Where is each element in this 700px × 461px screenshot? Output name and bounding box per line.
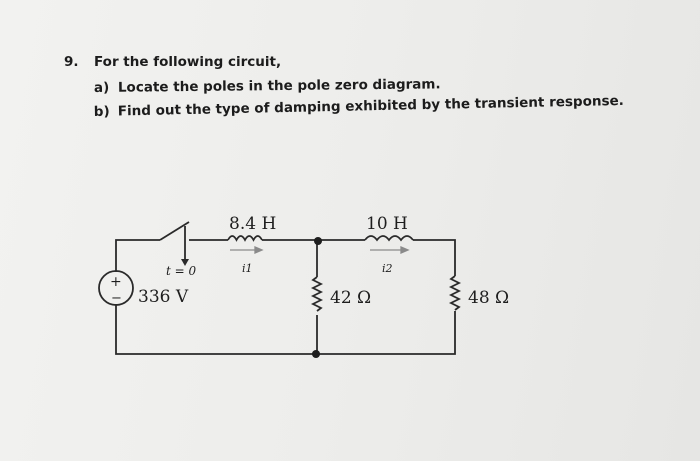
source-minus-sign: −: [111, 291, 122, 306]
current-arrow-2-head: [400, 246, 410, 254]
resistor-1-value: 42 Ω: [330, 288, 371, 308]
switch-blade: [159, 221, 190, 241]
current-arrow-1-head: [254, 246, 264, 254]
current-label-2: i2: [382, 262, 393, 275]
question-number: 9.: [64, 54, 79, 70]
inductor-1-value: 8.4 H: [229, 214, 276, 234]
inductor-1-coil: [227, 235, 263, 242]
question-prompt: For the following circuit,: [94, 54, 282, 70]
switch-time-label: t = 0: [166, 264, 197, 278]
resistor-2-value: 48 Ω: [468, 288, 509, 308]
source-plus-sign: +: [110, 274, 122, 290]
switch-arrow-head: [181, 259, 189, 266]
wire-bottom-right: [316, 311, 456, 355]
current-label-1: i1: [242, 262, 253, 275]
inductor-2-value: 10 H: [366, 214, 408, 234]
junction-node-bottom: [312, 350, 320, 358]
resistor-2-zigzag: [448, 275, 462, 311]
wire-left-top: [115, 239, 160, 272]
wire-left-bottom: [115, 304, 316, 355]
source-voltage-label: 336 V: [138, 287, 189, 307]
wire-l2-to-right: [413, 239, 456, 276]
resistor-1-zigzag: [310, 276, 324, 312]
voltage-source-circle: [98, 270, 134, 306]
junction-node-top: [314, 237, 322, 245]
inductor-2-coil: [364, 235, 414, 242]
